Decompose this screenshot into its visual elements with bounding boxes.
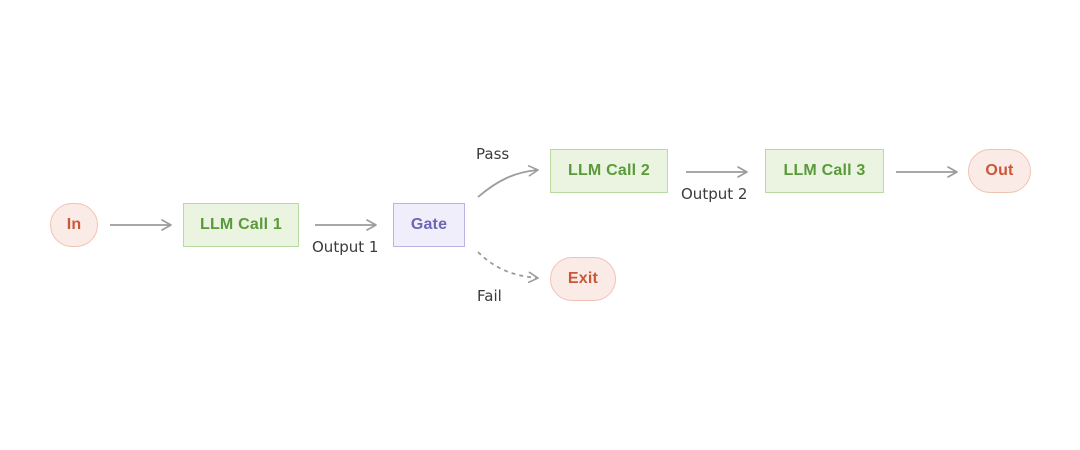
node-exit: Exit (550, 257, 616, 301)
edge-label-fail: Fail (477, 287, 502, 305)
node-gate: Gate (393, 203, 465, 247)
edge-label-output-2: Output 2 (681, 185, 748, 203)
edge-label-output-1: Output 1 (312, 238, 379, 256)
node-llm-call-2: LLM Call 2 (550, 149, 668, 193)
node-llm-call-1: LLM Call 1 (183, 203, 299, 247)
node-llm-call-3: LLM Call 3 (765, 149, 884, 193)
arrow-gate-to-llm2-pass (477, 165, 539, 198)
node-in: In (50, 203, 98, 247)
edge-label-pass: Pass (476, 145, 510, 163)
arrow-gate-to-exit-fail (477, 251, 539, 284)
node-out: Out (968, 149, 1031, 193)
